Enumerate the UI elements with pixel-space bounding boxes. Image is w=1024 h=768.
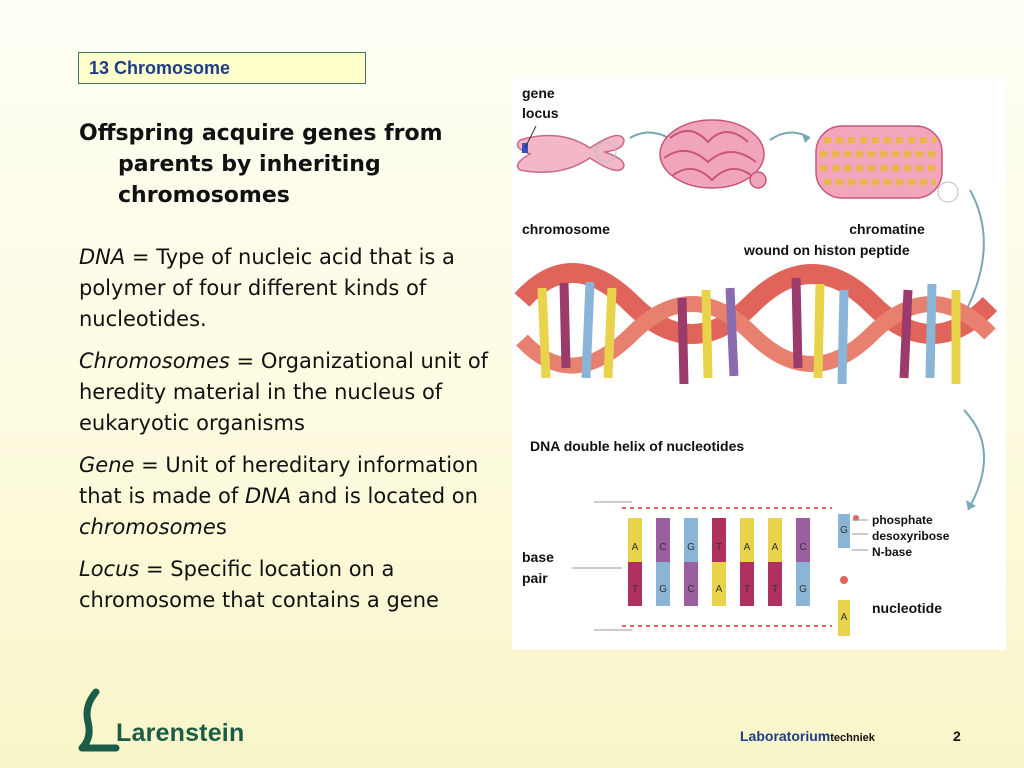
coiled-fiber-drawing [659,119,767,189]
definitions-list: DNA = Type of nucleic acid that is a pol… [79,242,509,627]
base-bottom-3: C [687,584,694,595]
definition-gene-chromosome: chromosome [79,515,216,539]
histon-label: wound on histon peptide [744,242,910,258]
footer-techniek-word: techniek [830,732,875,744]
logo-text: Larenstein [116,719,245,747]
helix-label: DNA double helix of nucleotides [530,438,745,454]
nucleotide-label: nucleotide [872,600,943,616]
definition-gene-s: s [215,515,227,539]
chromosome-drawing [516,125,625,173]
definition-chromosomes-text: = Organizational unit of heredity materi… [79,349,489,435]
base-top-3: G [687,542,695,553]
heading-line-2: parents by inheriting [118,152,381,177]
base-top-1: A [632,542,639,553]
desoxyribose-label: desoxyribose [872,529,950,543]
base-bottom-5: T [744,584,750,595]
slide-heading: Offspring acquire genes from parents by … [79,118,509,211]
chromatin-drawing [815,125,959,203]
key-base-top: G [840,525,848,536]
heading-line-3: chromosomes [118,183,290,208]
page-number: 2 [953,728,961,744]
slide-title: 13 Chromosome [78,52,366,84]
base-top-7: C [799,542,806,553]
base-bottom-1: T [632,584,638,595]
term-dna: DNA [79,245,126,269]
definition-gene-text-1: = Unit of hereditary information that is… [79,453,479,508]
larenstein-logo-icon [78,688,120,752]
base-bottom-7: G [799,584,807,595]
definition-dna-text: = Type of nucleic acid that is a polymer… [79,245,455,331]
nbase-label: N-base [872,545,913,559]
base-bottom-6: T [772,584,778,595]
definition-gene: Gene = Unit of hereditary information th… [79,450,509,543]
dna-figure: A C G T A A C T G C A T T G G [512,78,1006,650]
base-bottom-4: A [716,584,723,595]
term-chromosomes: Chromosomes [79,349,230,373]
pair-label: pair [522,570,548,586]
gene-label: gene [522,85,555,101]
ladder-rungs [628,518,810,606]
definition-chromosomes: Chromosomes = Organizational unit of her… [79,346,509,439]
base-top-6: A [772,542,779,553]
definition-gene-dna: DNA [244,484,292,508]
double-helix-drawing [514,263,998,385]
heading-line-1: Offspring acquire genes from [79,121,443,146]
definition-locus-text: = Specific location on a chromosome that… [79,557,439,612]
chromosome-label: chromosome [522,221,610,237]
dna-illustration: A C G T A A C T G C A T T G G [514,119,998,636]
base-pair-ladder-drawing: A C G T A A C T G C A T T G G [572,501,868,636]
definition-gene-text-2: and is located on [291,484,478,508]
base-label: base [522,549,554,565]
base-bottom-2: G [659,584,667,595]
base-top-5: A [744,542,751,553]
definition-dna: DNA = Type of nucleic acid that is a pol… [79,242,509,335]
base-top-4: T [716,542,722,553]
key-base-bottom: A [841,612,848,623]
term-gene: Gene [79,453,135,477]
definition-locus: Locus = Specific location on a chromosom… [79,554,509,616]
footer-lab-word: Laboratorium [740,728,831,744]
locus-label: locus [522,105,559,121]
base-top-2: C [659,542,666,553]
chromatine-label: chromatine [849,221,925,237]
phosphate-label: phosphate [872,513,933,527]
footer-lab: Laboratoriumtechniek [740,728,875,744]
term-locus: Locus [79,557,140,581]
